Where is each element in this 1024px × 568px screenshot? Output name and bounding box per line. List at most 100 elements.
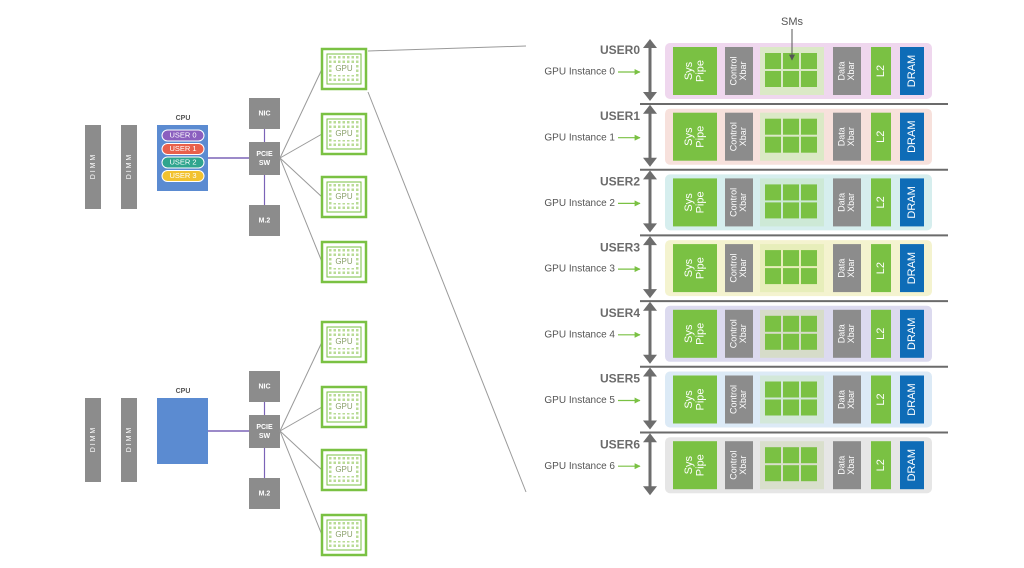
gpu-chip-dot [338,143,341,146]
gpu-chip-dot [351,188,354,191]
sm-cell [801,447,817,464]
gpu-chip-dot [356,134,359,137]
gpu-chip-dot [351,475,354,478]
data-xbar-block [833,112,861,161]
gpu-chip-dot [333,78,336,81]
gpu-chip-dot [347,56,350,59]
text-line: Control [729,122,739,151]
gpu-chip-dot [356,69,359,72]
text-line: L2 [875,459,887,471]
text-line: DRAM [906,449,918,481]
sm-cell [783,53,799,69]
text-line: Xbar [846,259,856,278]
gpu-chip-dot [333,457,336,460]
l2-block [871,178,891,227]
gpu-chip-dot [356,188,359,191]
gpu-chip-dot [351,544,354,547]
l2-label: L2 [875,393,887,405]
gpu-label-bg [333,401,355,413]
bottom-m2-box [249,478,280,509]
gpu-chip-dot [356,329,359,332]
gpu-chip-dot [351,74,354,77]
gpu-chip-dot [347,351,350,354]
gpu-chip-dot [356,262,359,265]
gpu-chip-dot [338,121,341,124]
top-dimm-1-label: D I M M [90,155,97,180]
user-arrow-head-up [643,301,657,311]
gpu-chip-dot [342,125,345,128]
gpu-chip-dot [347,457,350,460]
gpu-chip-dot [351,412,354,415]
gpu-chip-dot [356,535,359,538]
text-line: Data [837,324,847,343]
cpu-user-label-3: USER 3 [169,171,196,180]
gpu-chip-dot [347,253,350,256]
gpu-chip-dot [356,338,359,341]
gpu-chip-dot [338,522,341,525]
gpu-label-bg [333,63,355,75]
text-line: D I M M [126,155,133,180]
gpu-chip-dot [338,333,341,336]
sm-cell [783,184,799,201]
sys-pipe-block [673,441,717,490]
text-line: Data [837,193,847,212]
gpu-chip-dot [329,461,332,464]
bottom-pcie-label: PCIE [256,424,273,431]
gpu-chip-dot [347,249,350,252]
gpu-chip-dot [342,139,345,142]
text-line: Xbar [738,390,748,409]
instance-user-label: USER5 [600,372,640,386]
gpu-chip-dot [338,267,341,270]
gpu-chip-dot [342,271,345,274]
data-xbar-block [833,178,861,227]
gpu-chip-dot [342,457,345,460]
gpu-chip-dot [351,121,354,124]
gpu-chip-dot [338,249,341,252]
bottom-pcie-switch [249,415,280,448]
gpu-chip-dot [338,78,341,81]
dram-block [900,178,924,227]
sm-cell [801,315,817,332]
text-line: D I M M [126,428,133,453]
gpu-chip-dot [342,351,345,354]
gpu-chip-dot [329,258,332,261]
gpu-chip-dot [329,398,332,401]
l2-block [871,244,891,293]
gpu-chip-dot [356,531,359,534]
gpu-chip-dot [347,125,350,128]
instance-user-label: USER4 [600,306,640,320]
zoom-line-top [367,45,527,52]
gpu-chip-dot [356,479,359,482]
gpu-chip-dot [338,56,341,59]
instance-name-label: GPU Instance 2 [544,198,615,209]
control-xbar-block [725,244,753,293]
text-line: Sys [683,324,695,343]
dram-block [900,375,924,424]
gpu-chip-dot [333,479,336,482]
gpu-chip-dot [333,461,336,464]
top-dimm-1 [85,125,101,209]
gpu-chip-dot [329,407,332,410]
gpu-chip-dot [347,271,350,274]
gpu-chip-dot [329,197,332,200]
gpu-chip-dot [356,249,359,252]
top-sw-label: SW [259,160,271,167]
gpu-chip-dot [329,342,332,345]
gpu-chip-dot [347,461,350,464]
bottom-dimm-2-label: D I M M [126,428,133,453]
bottom-sw-label: SW [259,433,271,440]
gpu-chip-dot [333,253,336,256]
instance-name-label: GPU Instance 1 [544,132,615,143]
user-arrow-head-up [643,236,657,246]
sm-cell [801,268,817,285]
dram-label: DRAM [906,55,918,87]
gpu-chip-dot [333,475,336,478]
dram-label: DRAM [906,121,918,153]
